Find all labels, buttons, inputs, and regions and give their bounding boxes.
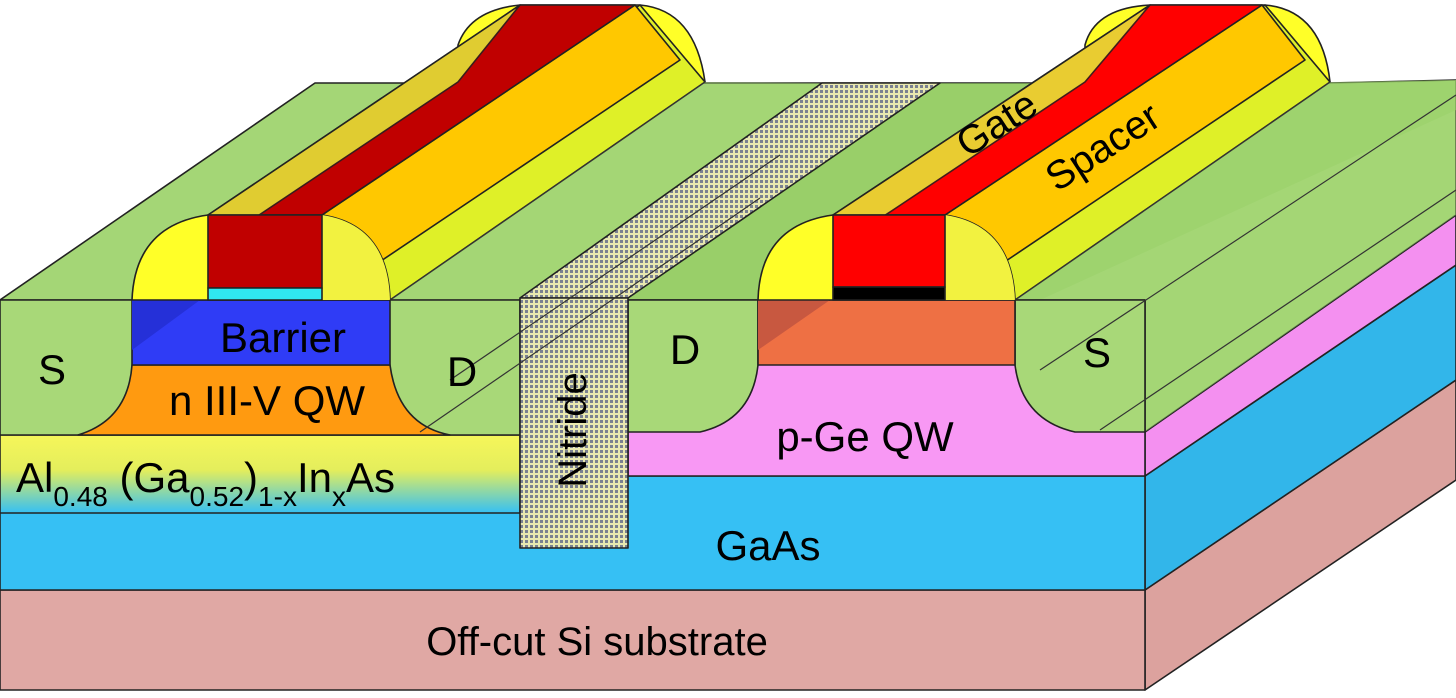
nitride-label: Nitride xyxy=(551,372,595,488)
barrier-label: Barrier xyxy=(220,314,346,361)
right-gate-dielectric xyxy=(832,286,946,301)
nitride-front xyxy=(519,297,629,549)
left-spacer-arch-inner xyxy=(322,215,390,300)
ge-channel-shade xyxy=(758,300,830,350)
gaas-label: GaAs xyxy=(715,522,820,569)
edge-line xyxy=(389,81,706,301)
barrier-shade xyxy=(132,300,200,350)
drain-left-label: D xyxy=(447,348,477,395)
left-gate-front xyxy=(207,214,323,289)
pge-qw-label: p-Ge QW xyxy=(776,413,954,460)
edge-line xyxy=(419,197,761,433)
right-spacer-arch-inner xyxy=(945,215,1015,300)
source-right-label: S xyxy=(1083,329,1111,376)
substrate-label: Off-cut Si substrate xyxy=(426,620,768,664)
alloy-label: Al0.48 (Ga0.52)1-xInxAs xyxy=(16,454,395,512)
source-left-label: S xyxy=(38,346,66,393)
sd-overlay-left xyxy=(390,82,820,300)
right-gate-front xyxy=(832,214,946,288)
edge-line xyxy=(1099,189,1456,431)
edge-line xyxy=(1039,94,1456,371)
substrate-front xyxy=(0,589,1146,691)
edge-line xyxy=(449,154,781,381)
drain-right-label: D xyxy=(670,326,700,373)
left-gate-dielectric xyxy=(207,287,323,301)
edge-line xyxy=(1014,81,1331,301)
n-qw-label: n III-V QW xyxy=(169,377,365,424)
right-s-front xyxy=(1014,299,1146,433)
